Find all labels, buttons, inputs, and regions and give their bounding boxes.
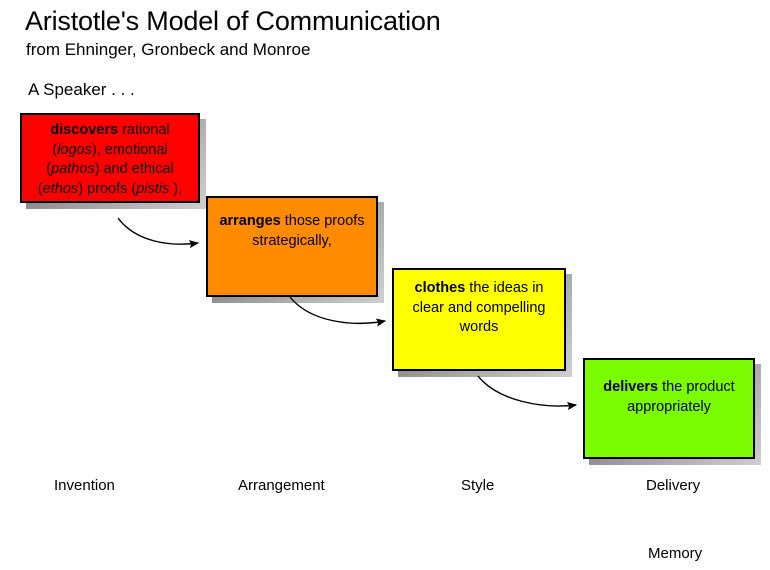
page-title: Aristotle's Model of Communication bbox=[25, 6, 441, 36]
stage-text-style: clothes the ideas in clear and compellin… bbox=[412, 280, 546, 336]
canon-label-delivery: Delivery bbox=[646, 477, 701, 494]
arrow-style-to-delivery bbox=[477, 375, 578, 411]
page-subtitle: from Ehninger, Gronbeck and Monroe bbox=[26, 40, 311, 59]
arrow-invention-to-arrangement bbox=[117, 217, 200, 249]
lead-in-text: A Speaker . . . bbox=[28, 80, 135, 99]
stage-text-invention: discovers rational (logos), emotional (p… bbox=[37, 122, 183, 197]
canon-label-memory: Memory bbox=[648, 545, 703, 562]
stage-box-invention[interactable]: discovers rational (logos), emotional (p… bbox=[20, 113, 200, 203]
canon-label-style: Style bbox=[461, 477, 495, 494]
canon-label-invention: Invention bbox=[54, 477, 115, 494]
canon-label-arrangement: Arrangement bbox=[238, 477, 325, 494]
stage-text-delivery: delivers the product appropriately bbox=[603, 379, 735, 415]
stage-box-delivery[interactable]: delivers the product appropriately bbox=[583, 358, 755, 459]
stage-box-style[interactable]: clothes the ideas in clear and compellin… bbox=[392, 268, 566, 371]
stage-box-arrangement[interactable]: arranges those proofs strategically, bbox=[206, 196, 378, 297]
stage-text-arrangement: arranges those proofs strategically, bbox=[219, 213, 365, 249]
